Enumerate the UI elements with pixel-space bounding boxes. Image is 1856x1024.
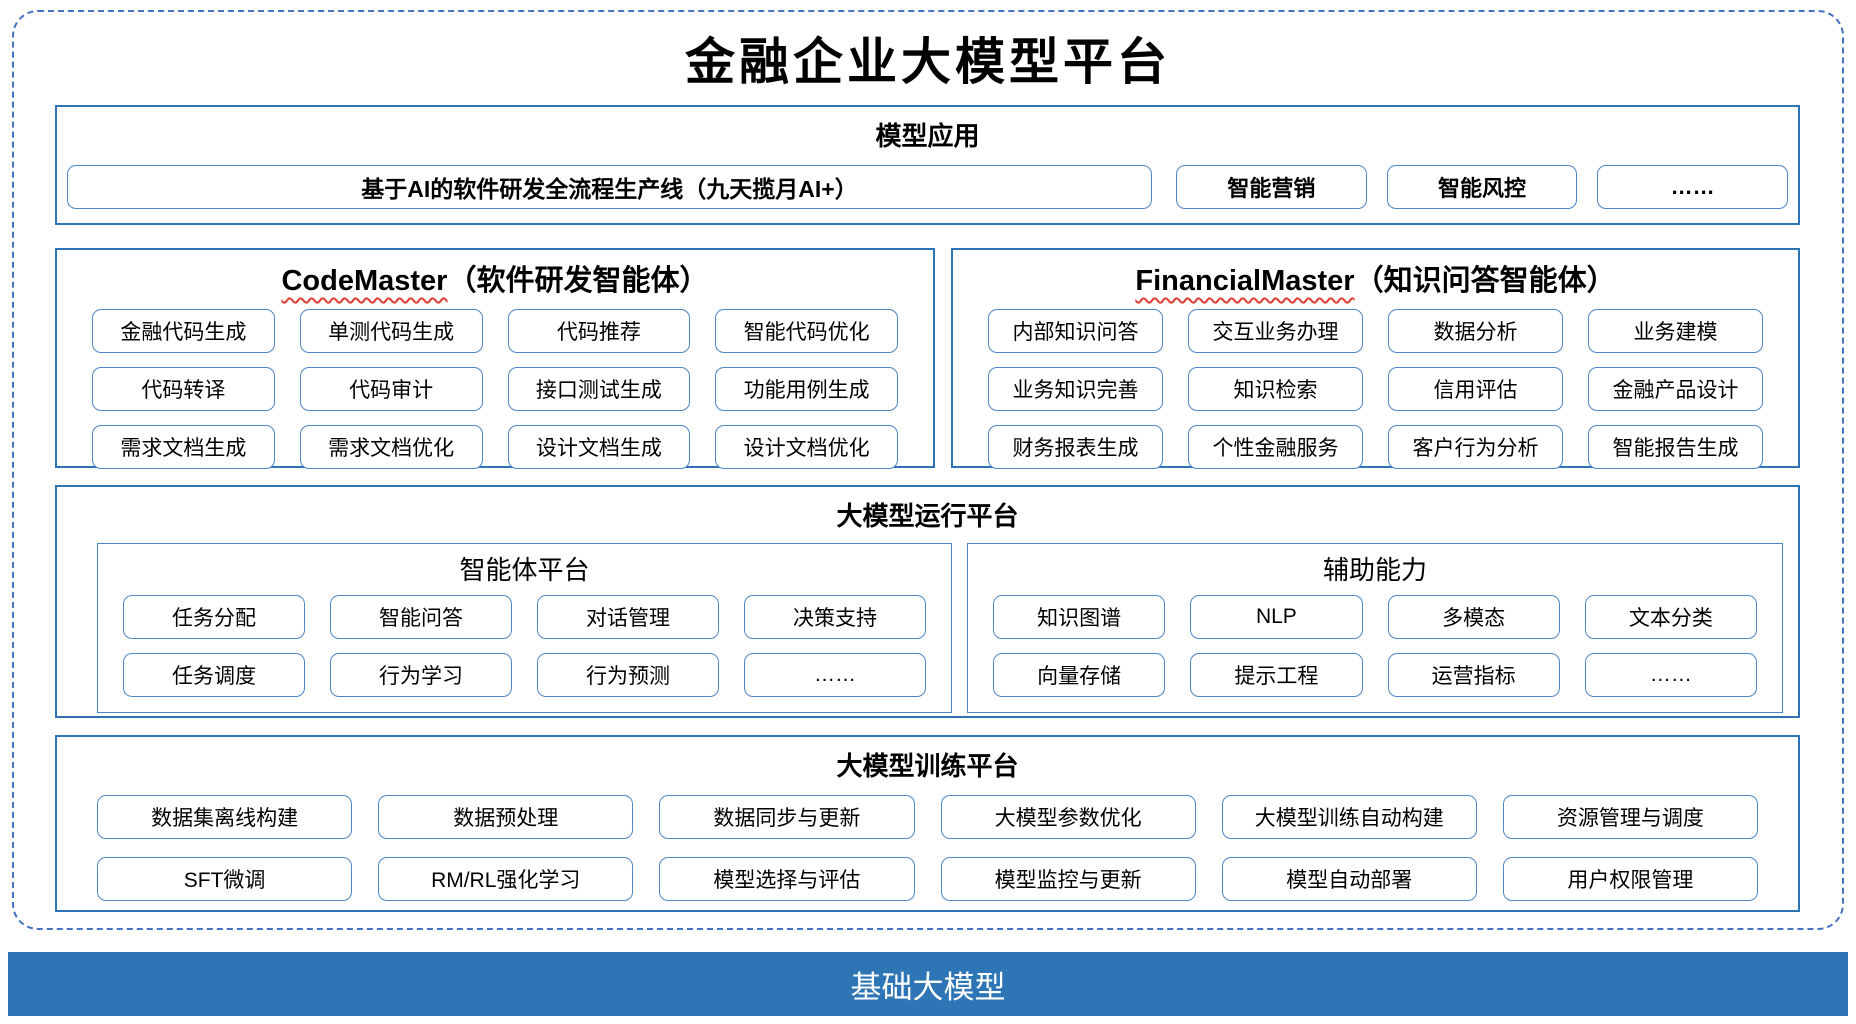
aux-capability-box: 文本分类 xyxy=(1584,595,1757,639)
codemaster-title-zh: （软件研发智能体） xyxy=(447,265,709,297)
model-application-items: 智能营销智能风控 …… xyxy=(1176,165,1788,209)
training-capability-box: 数据预处理 xyxy=(378,795,634,839)
financialmaster-capability-box: 业务知识完善 xyxy=(988,367,1163,411)
codemaster-capability-box: 智能代码优化 xyxy=(715,309,898,353)
model-application-section: 模型应用 基于AI的软件研发全流程生产线（九天揽月AI+） 智能营销智能风控 …… xyxy=(55,105,1800,225)
agent-platform-capability-box: 任务分配 xyxy=(123,595,305,639)
training-platform-title: 大模型训练平台 xyxy=(836,751,1019,781)
codemaster-capability-box: 功能用例生成 xyxy=(715,367,898,411)
training-capability-box: 数据同步与更新 xyxy=(659,795,915,839)
codemaster-title-en: CodeMaster xyxy=(281,265,448,297)
training-capability-box: 用户权限管理 xyxy=(1502,857,1758,901)
agent-platform-capability-box: 行为学习 xyxy=(330,653,512,697)
financialmaster-capability-box: 数据分析 xyxy=(1388,309,1563,353)
aux-ability-box: 辅助能力 知识图谱 NLP 多模态文本分类向量存储提示工程运营指标 …… xyxy=(967,543,1783,713)
application-box: …… xyxy=(1597,165,1788,209)
codemaster-capability-box: 需求文档优化 xyxy=(299,425,483,469)
training-capability-box: RM/RL强化学习 xyxy=(378,857,634,901)
outer-dashed-frame xyxy=(12,10,1844,930)
agent-platform-capability-box: 决策支持 xyxy=(744,595,926,639)
codemaster-title: CodeMaster（软件研发智能体） xyxy=(57,250,933,309)
aux-capability-box: 知识图谱 xyxy=(993,595,1166,639)
foundation-model-bar: 基础大模型 xyxy=(8,952,1848,1016)
ai-pipeline-box: 基于AI的软件研发全流程生产线（九天揽月AI+） xyxy=(67,165,1152,209)
aux-capability-box: 提示工程 xyxy=(1190,653,1363,697)
aux-ability-items: 知识图谱 NLP 多模态文本分类向量存储提示工程运营指标 …… xyxy=(968,595,1782,697)
codemaster-capability-box: 金融代码生成 xyxy=(92,309,275,353)
agent-platform-title: 智能体平台 xyxy=(459,555,590,585)
agent-platform-capability-box: 对话管理 xyxy=(537,595,719,639)
financialmaster-capability-box: 内部知识问答 xyxy=(988,309,1163,353)
foundation-model-label: 基础大模型 xyxy=(850,969,1006,1005)
training-capability-box: SFT微调 xyxy=(97,857,353,901)
training-capability-box: 模型监控与更新 xyxy=(940,857,1196,901)
codemaster-capability-box: 接口测试生成 xyxy=(507,367,691,411)
codemaster-capability-box: 设计文档优化 xyxy=(715,425,898,469)
financialmaster-capability-box: 金融产品设计 xyxy=(1588,367,1763,411)
training-capability-box: 大模型训练自动构建 xyxy=(1221,795,1477,839)
financialmaster-capability-box: 个性金融服务 xyxy=(1188,425,1363,469)
codemaster-capability-box: 代码转译 xyxy=(92,367,275,411)
training-capability-box: 大模型参数优化 xyxy=(940,795,1196,839)
financialmaster-title-zh: （知识问答智能体） xyxy=(1354,265,1616,297)
training-capability-box: 模型自动部署 xyxy=(1221,857,1477,901)
model-application-title: 模型应用 xyxy=(875,121,980,151)
financialmaster-capability-box: 知识检索 xyxy=(1188,367,1363,411)
runtime-inner-row: 智能体平台 任务分配智能问答对话管理决策支持任务调度行为学习行为预测 …… 辅助能… xyxy=(57,543,1798,713)
agent-platform-box: 智能体平台 任务分配智能问答对话管理决策支持任务调度行为学习行为预测 …… xyxy=(97,543,952,713)
codemaster-capability-box: 代码审计 xyxy=(299,367,483,411)
aux-ability-title: 辅助能力 xyxy=(1322,555,1427,585)
codemaster-capability-box: 设计文档生成 xyxy=(507,425,691,469)
application-box: 智能营销 xyxy=(1176,165,1367,209)
financialmaster-container: FinancialMaster（知识问答智能体） 内部知识问答交互业务办理数据分… xyxy=(951,248,1800,469)
training-capability-box: 数据集离线构建 xyxy=(97,795,353,839)
codemaster-capability-box: 单测代码生成 xyxy=(299,309,483,353)
agent-platform-capability-box: 智能问答 xyxy=(330,595,512,639)
application-box: 智能风控 xyxy=(1386,165,1578,209)
codemaster-items: 金融代码生成单测代码生成代码推荐智能代码优化代码转译代码审计接口测试生成功能用例… xyxy=(57,309,933,469)
aux-capability-box: 多模态 xyxy=(1387,595,1560,639)
aux-capability-box: …… xyxy=(1584,653,1757,697)
agents-section: CodeMaster（软件研发智能体） 金融代码生成单测代码生成代码推荐智能代码… xyxy=(55,248,1800,469)
runtime-platform-title: 大模型运行平台 xyxy=(836,501,1019,531)
financialmaster-capability-box: 业务建模 xyxy=(1588,309,1763,353)
financialmaster-capability-box: 智能报告生成 xyxy=(1588,425,1763,469)
codemaster-container: CodeMaster（软件研发智能体） 金融代码生成单测代码生成代码推荐智能代码… xyxy=(55,248,935,469)
financialmaster-title-en: FinancialMaster xyxy=(1135,265,1355,297)
financialmaster-capability-box: 交互业务办理 xyxy=(1188,309,1363,353)
codemaster-capability-box: 代码推荐 xyxy=(507,309,691,353)
agent-platform-capability-box: 任务调度 xyxy=(123,653,305,697)
financialmaster-capability-box: 财务报表生成 xyxy=(988,425,1163,469)
training-capability-box: 模型选择与评估 xyxy=(659,857,915,901)
runtime-platform-section: 大模型运行平台 智能体平台 任务分配智能问答对话管理决策支持任务调度行为学习行为… xyxy=(55,485,1800,718)
training-capability-box: 资源管理与调度 xyxy=(1502,795,1758,839)
training-platform-section: 大模型训练平台 数据集离线构建数据预处理数据同步与更新大模型参数优化大模型训练自… xyxy=(55,735,1800,912)
model-application-row: 基于AI的软件研发全流程生产线（九天揽月AI+） 智能营销智能风控 …… xyxy=(57,153,1798,209)
page-title: 金融企业大模型平台 xyxy=(685,32,1171,91)
training-platform-items: 数据集离线构建数据预处理数据同步与更新大模型参数优化大模型训练自动构建资源管理与… xyxy=(57,783,1798,901)
aux-capability-box: 运营指标 xyxy=(1387,653,1560,697)
agent-platform-capability-box: 行为预测 xyxy=(537,653,719,697)
codemaster-capability-box: 需求文档生成 xyxy=(92,425,275,469)
financialmaster-capability-box: 客户行为分析 xyxy=(1388,425,1563,469)
agent-platform-items: 任务分配智能问答对话管理决策支持任务调度行为学习行为预测 …… xyxy=(98,595,951,697)
financialmaster-title: FinancialMaster（知识问答智能体） xyxy=(953,250,1798,309)
aux-capability-box: 向量存储 xyxy=(993,653,1166,697)
agent-platform-capability-box: …… xyxy=(744,653,926,697)
aux-capability-box: NLP xyxy=(1190,595,1363,639)
financialmaster-items: 内部知识问答交互业务办理数据分析业务建模业务知识完善知识检索信用评估金融产品设计… xyxy=(953,309,1798,469)
financialmaster-capability-box: 信用评估 xyxy=(1388,367,1563,411)
